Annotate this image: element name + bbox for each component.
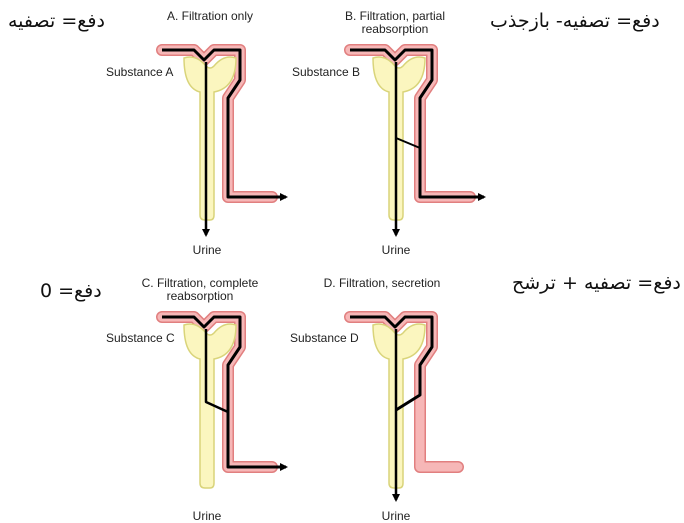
panel-b-title-line2: reabsorption [362,22,429,36]
panel-d: D. Filtration, secretion Substance D Uri… [290,276,458,523]
panel-c-title-line1: C. Filtration, complete [142,276,259,290]
panel-c-substance-label: Substance C [106,331,175,345]
panel-a-output-label: Urine [193,243,222,257]
panel-a-title: A. Filtration only [167,9,253,23]
panel-d-title: D. Filtration, secretion [324,276,441,290]
panel-c-title-line2: reabsorption [167,289,234,303]
panel-d-substance-label: Substance D [290,331,359,345]
panel-c: C. Filtration, complete reabsorption Sub… [106,276,286,523]
panel-a-substance-label: Substance A [106,65,173,79]
panel-a: A. Filtration only Substance A Urine [106,9,286,257]
panel-b: B. Filtration, partial reabsorption Subs… [292,9,484,257]
panel-b-title-line1: B. Filtration, partial [345,9,445,23]
panel-c-output-label: Urine [193,509,222,523]
panel-b-substance-label: Substance B [292,65,360,79]
panel-b-output-label: Urine [382,243,411,257]
panel-d-output-label: Urine [382,509,411,523]
